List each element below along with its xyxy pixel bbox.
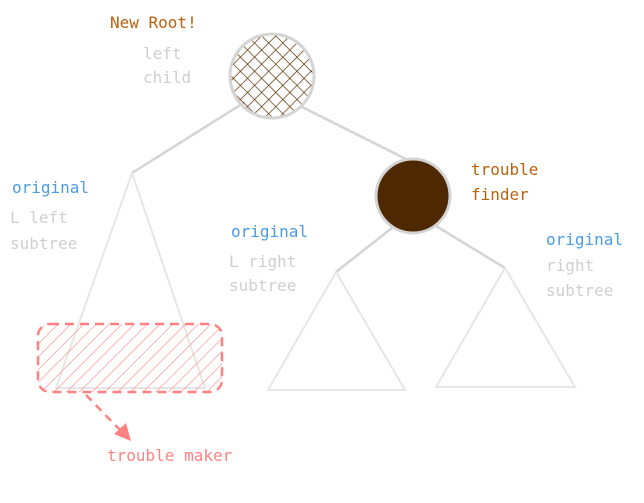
edge-finder-mid — [335, 227, 393, 273]
edge-finder-right — [435, 224, 506, 270]
mid-subtree-triangle — [266, 270, 407, 391]
trouble-finder-line1: trouble — [471, 160, 539, 179]
mid-subtree-line1: L right — [229, 252, 297, 271]
left-original-label: original — [12, 178, 90, 197]
left-subtree-line2: subtree — [10, 234, 78, 253]
mid-subtree-line2: subtree — [229, 276, 297, 295]
root-role-line1: left — [143, 44, 182, 63]
trouble-maker-box — [36, 322, 224, 394]
new-root-node — [228, 32, 316, 120]
edge-root-left — [131, 100, 246, 175]
right-original-label: original — [546, 230, 624, 249]
mid-original-label: original — [231, 222, 309, 241]
right-subtree-line1: right — [546, 256, 595, 275]
left-subtree-line1: L left — [10, 208, 68, 227]
root-role-line2: child — [143, 68, 192, 87]
trouble-finder-line2: finder — [471, 185, 529, 204]
right-subtree-line2: subtree — [546, 281, 614, 300]
edge-root-finder — [299, 104, 409, 162]
new-root-label: New Root! — [110, 13, 197, 32]
trouble-arrow-head-icon — [114, 423, 131, 441]
trouble-maker-label: trouble maker — [107, 446, 233, 465]
trouble-arrow-line — [85, 394, 121, 431]
right-subtree-triangle — [434, 266, 577, 388]
trouble-finder-node — [374, 157, 452, 235]
